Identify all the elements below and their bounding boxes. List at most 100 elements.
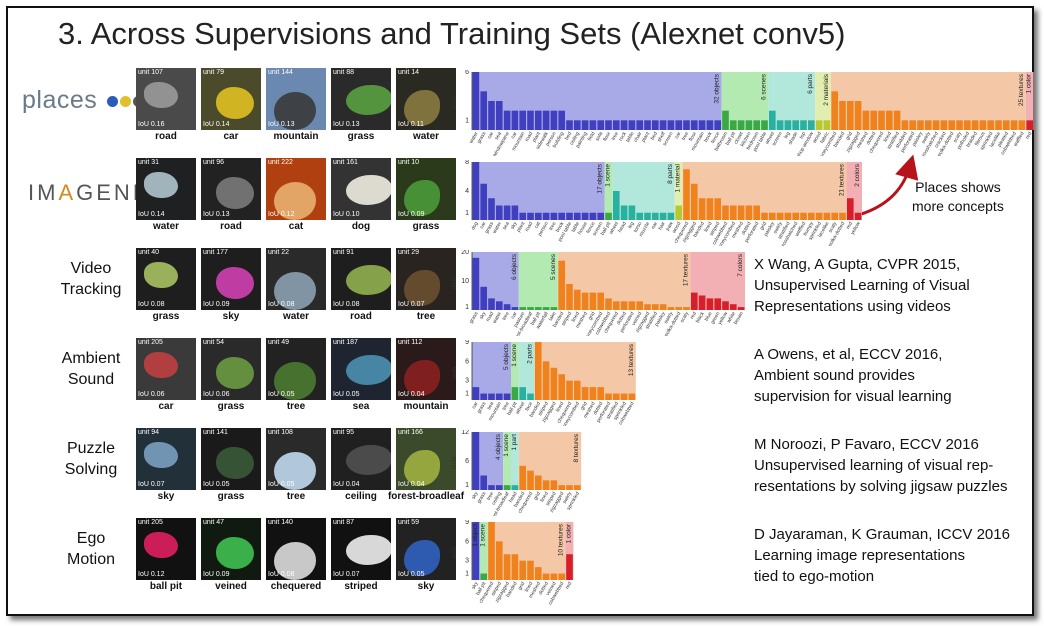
iou-score: IoU 0.05 [398,571,425,578]
x-tick-label: rock [618,131,628,143]
x-tick-label: tree [611,131,621,142]
unit-id: unit 10 [398,159,420,166]
iou-score: IoU 0.05 [268,391,295,398]
category-group-label: 7 colors [737,253,744,277]
histogram-bar [698,295,706,310]
category-group-label: 2 colors [854,163,861,187]
histogram-bar [519,465,526,490]
histogram-bar [597,292,604,310]
histogram-bar [558,110,565,130]
concept-caption: grass [152,311,180,322]
concept-caption: water [282,311,310,322]
unit-id: unit 91 [333,249,355,256]
concept-caption: tree [286,491,306,502]
histogram-bar [831,212,838,220]
unit-id: unit 187 [333,339,358,346]
y-tick-label: 9 [465,520,469,526]
histogram-bar [480,393,487,400]
histogram-bar [964,120,971,130]
histogram-bar [730,120,737,130]
histogram-bar [706,198,714,220]
places-logo-text: places [22,86,98,114]
concept-caption: sky [157,491,175,502]
x-tick-label: shelf [656,130,667,143]
histogram-bar [628,120,636,130]
concept-caption: car [158,401,174,412]
slide-title: 3. Across Supervisions and Training Sets… [58,16,846,51]
y-tick-label: 9 [465,340,469,346]
x-tick-label: lined [539,491,550,503]
row-label-line: Solving [64,461,118,478]
x-tick-label: lake [548,311,558,322]
x-tick-label: lined [555,401,566,413]
y-tick-label: 6 [465,70,469,76]
category-group-label: 8 textures [573,433,580,462]
histogram-bar [542,480,550,490]
histogram-bar [792,212,799,220]
histogram-bar [527,110,534,130]
x-tick-label: red [845,221,854,230]
unit-id: unit 40 [138,249,160,256]
category-group-label: 2 parts [526,343,533,364]
histogram-bar [511,205,519,220]
x-tick-label: book [703,131,714,144]
segmentation-mask [144,532,178,558]
histogram-bar [613,191,620,220]
histogram-bar [862,110,870,130]
histogram-bar [542,573,550,580]
category-group-label: 1 color [1026,73,1033,93]
segmentation-mask [346,175,391,205]
histogram-bar [480,183,487,220]
x-tick-label: grid [587,311,596,321]
category-group-label: 6 objects [511,253,518,280]
x-tick-label: grass [476,401,488,415]
x-tick-label: scaly [952,131,963,144]
x-tick-label: grass [476,131,488,145]
segmentation-mask [144,82,178,108]
histogram-bar [722,205,729,220]
histogram-bar [636,120,643,130]
histogram-bar [886,110,893,130]
imagenet-logo-part: IM [28,180,59,205]
y-tick-label: 1 [465,571,469,578]
x-tick-label: face [524,401,534,412]
histogram-bar [574,289,581,310]
iou-score: IoU 0.09 [398,211,425,218]
category-band [721,72,769,130]
histogram-bar [581,292,589,310]
x-tick-label: grass [476,491,488,505]
x-tick-label: sea [486,401,495,411]
histogram-bar [566,380,573,400]
histogram-bar [831,91,838,130]
x-tick-label: tree [501,401,511,412]
histogram-bar [652,212,659,220]
citation-line: Ambient sound provides [754,367,915,384]
x-tick-label: car [471,401,480,410]
concept-caption: mountain [403,401,449,412]
histogram-bar [589,120,597,130]
histogram-bar [769,212,776,220]
unit-id: unit 205 [138,339,163,346]
iou-score: IoU 0.06 [138,391,165,398]
histogram-bar [706,120,714,130]
category-group-label: 1 scene [511,344,518,367]
row-label-line: Ambient [61,350,121,367]
histogram-bar [620,393,628,400]
histogram-bar [784,212,792,220]
category-group-label: 10 textures [558,523,565,556]
histogram-bar [956,120,963,130]
histogram-bar [542,110,550,130]
iou-score: IoU 0.08 [268,301,295,308]
x-tick-label: road [485,311,495,323]
histogram-bar [776,212,784,220]
histogram-bar [558,212,565,220]
x-tick-label: water [468,131,479,145]
iou-score: IoU 0.12 [138,571,165,578]
category-group-label: 25 textures [1018,73,1025,106]
unit-id: unit 79 [203,69,225,76]
histogram-bar [597,387,604,400]
